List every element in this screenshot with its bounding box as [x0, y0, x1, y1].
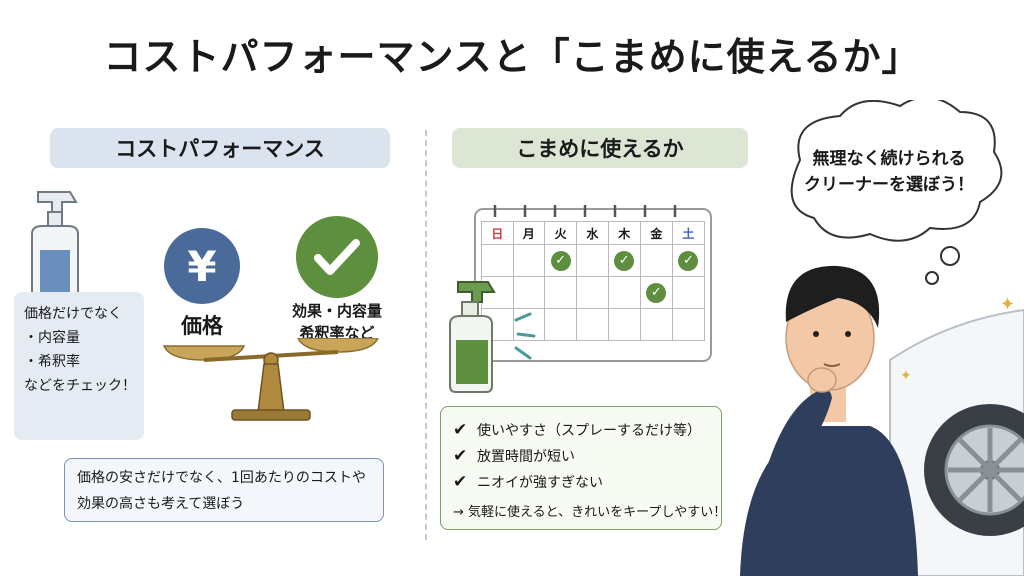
spray-bottle-icon — [31, 191, 79, 311]
price-label: 価格 — [181, 314, 223, 338]
note-line: ・内容量 — [24, 330, 80, 346]
list-footer: → 気軽に使えると、きれいをキープしやすい！ — [453, 505, 727, 520]
effect-label-line-1: 効果・内容量 — [291, 302, 382, 320]
note-line: 価格だけでなく — [24, 306, 122, 322]
page-title: コストパフォーマンスと「こまめに使えるか」 — [103, 35, 921, 79]
bubble-line-1: 無理なく続けられる — [812, 149, 966, 169]
note-line: などをチェック！ — [24, 378, 136, 394]
summary-box: 価格の安さだけでなく、1回あたりのコストや 効果の高さも考えて選ぼう — [64, 458, 384, 522]
easy-use-checklist: ✔使いやすさ（スプレーするだけ等） ✔放置時間が短い ✔ニオイが強すぎない → … — [440, 406, 727, 530]
day-sun: 日 — [481, 221, 514, 245]
calendar-check-icon: ✓ — [614, 250, 635, 271]
list-item: ✔ニオイが強すぎない — [453, 472, 603, 492]
check-circle-icon — [296, 216, 378, 298]
calendar-check-icon: ✓ — [646, 282, 667, 303]
section-divider — [425, 130, 427, 540]
day-sat: 土 — [671, 221, 706, 245]
sparkle-icon: ✦ — [900, 368, 912, 384]
calendar-check-icon: ✓ — [678, 250, 699, 271]
green-spray-bottle-icon — [449, 281, 536, 393]
check-icon: ✔ — [453, 420, 468, 440]
sparkle-icon: ✦ — [1000, 294, 1015, 315]
check-note: 価格だけでなく ・内容量 ・希釈率 などをチェック！ — [14, 292, 144, 440]
yen-coin-icon: ¥ — [164, 228, 240, 304]
balance-scale-icon — [162, 338, 379, 421]
day-tue: 火 — [544, 221, 578, 245]
thinking-person-illustration — [740, 265, 918, 576]
summary-line-2: 効果の高さも考えて選ぼう — [77, 496, 245, 512]
summary-line-1: 価格の安さだけでなく、1回あたりのコストや — [77, 470, 366, 486]
bubble-line-2: クリーナーを選ぼう！ — [804, 175, 974, 195]
car-illustration: ✦ ✦ — [889, 294, 1024, 576]
day-wed: 水 — [576, 221, 609, 245]
cost-performance-heading: コストパフォーマンス — [50, 128, 390, 168]
thought-bubble — [790, 100, 1003, 285]
check-icon: ✔ — [453, 446, 468, 466]
list-item: ✔放置時間が短い — [453, 446, 575, 466]
frequent-use-heading: こまめに使えるか — [452, 128, 748, 168]
day-thu: 木 — [607, 221, 641, 245]
bubble-text: 無理なく続けられる クリーナーを選ぼう！ — [788, 146, 990, 198]
calendar-check-icon: ✓ — [550, 250, 571, 271]
check-icon: ✔ — [453, 472, 468, 492]
note-line: ・希釈率 — [24, 354, 80, 370]
yen-symbol: ¥ — [187, 241, 217, 291]
day-mon: 月 — [512, 221, 546, 245]
list-item: ✔使いやすさ（スプレーするだけ等） — [453, 420, 701, 440]
day-fri: 金 — [639, 221, 673, 245]
